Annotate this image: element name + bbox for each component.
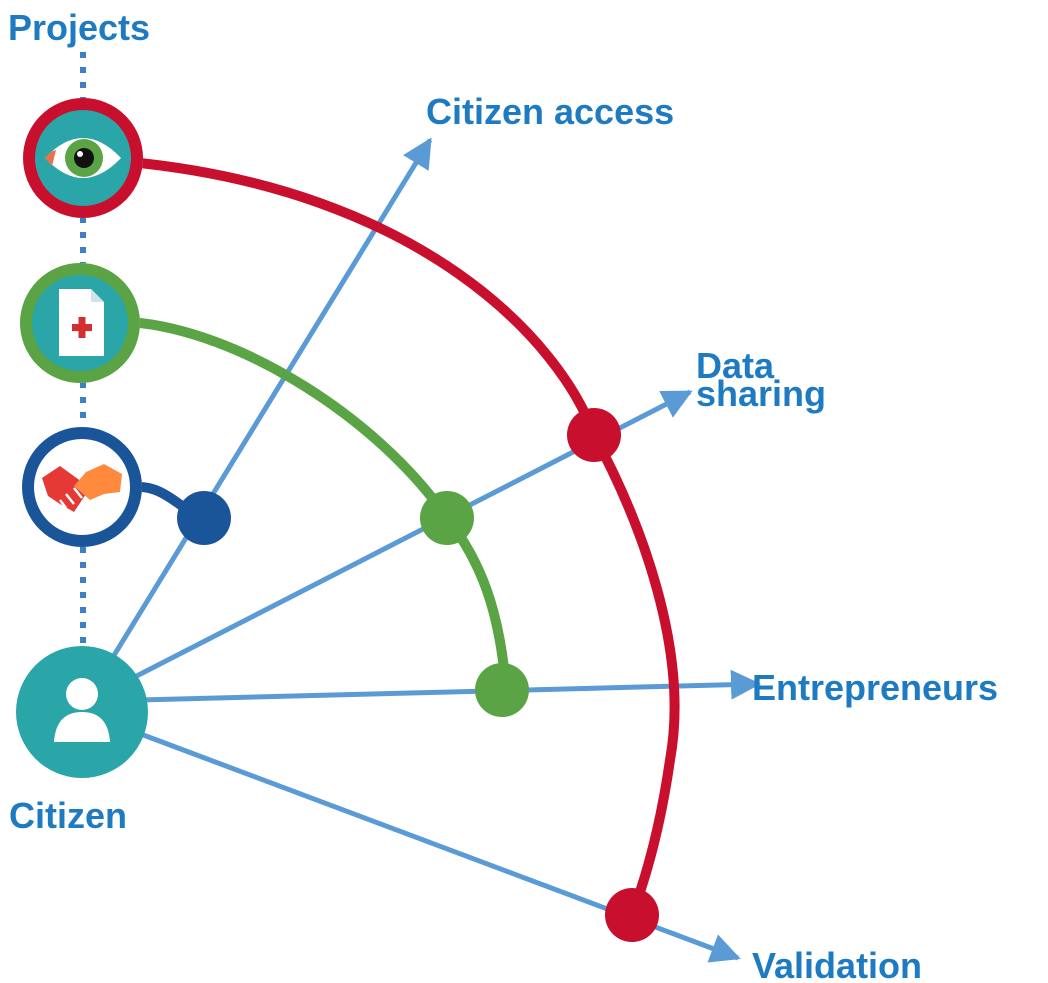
eye-icon [45,138,121,178]
citizen-label: Citizen [9,795,127,836]
red-project-arc [125,157,680,920]
medical-document-icon [59,289,104,356]
red-dot-data-sharing [567,408,621,462]
axis-citizen-access [102,137,433,672]
red-dot-validation [605,888,659,942]
citizen-node[interactable] [16,646,148,778]
green-project-arc [125,317,511,695]
blue-dot-citizen-access [177,491,231,545]
person-icon [54,678,110,742]
green-dot-data-sharing [420,491,474,545]
entrepreneurs-label: Entrepreneurs [752,667,998,708]
handshake-icon [42,464,122,512]
projects-label: Projects [8,7,150,48]
axis-entrepreneurs [139,669,761,703]
data-sharing-label-line1: Data [696,345,775,386]
data-sharing-label-line2: sharing [696,373,826,414]
project-node-handshake[interactable] [22,427,142,547]
project-node-eye[interactable] [23,98,143,218]
green-dot-entrepreneurs [475,663,529,717]
validation-label: Validation [752,945,922,983]
project-node-medical[interactable] [20,263,140,383]
citizen-access-label: Citizen access [426,91,674,132]
